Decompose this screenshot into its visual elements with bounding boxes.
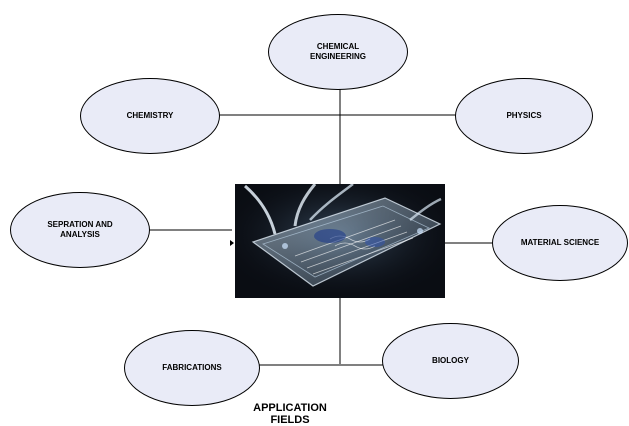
node-chemical-engineering: CHEMICAL ENGINEERING xyxy=(268,14,408,90)
node-label: SEPRATION AND ANALYSIS xyxy=(47,220,113,239)
node-label: FABRICATIONS xyxy=(162,363,222,372)
node-material-science: MATERIAL SCIENCE xyxy=(492,205,628,281)
node-physics: PHYSICS xyxy=(455,78,593,154)
node-label: CHEMISTRY xyxy=(126,111,174,120)
microfluidic-chip-icon xyxy=(235,184,445,298)
node-label: PHYSICS xyxy=(506,111,542,120)
microfluidic-chip-image xyxy=(235,184,445,298)
node-fabrications: FABRICATIONS xyxy=(124,330,260,406)
node-label: BIOLOGY xyxy=(432,356,469,365)
node-biology: BIOLOGY xyxy=(382,323,519,399)
arrowhead-icon xyxy=(230,240,234,246)
diagram-caption: APPLICATION FIELDS xyxy=(253,402,327,426)
node-label: MATERIAL SCIENCE xyxy=(520,238,600,247)
node-label: CHEMICAL ENGINEERING xyxy=(309,42,366,61)
node-separation-analysis: SEPRATION AND ANALYSIS xyxy=(10,192,150,268)
node-chemistry: CHEMISTRY xyxy=(80,78,220,154)
